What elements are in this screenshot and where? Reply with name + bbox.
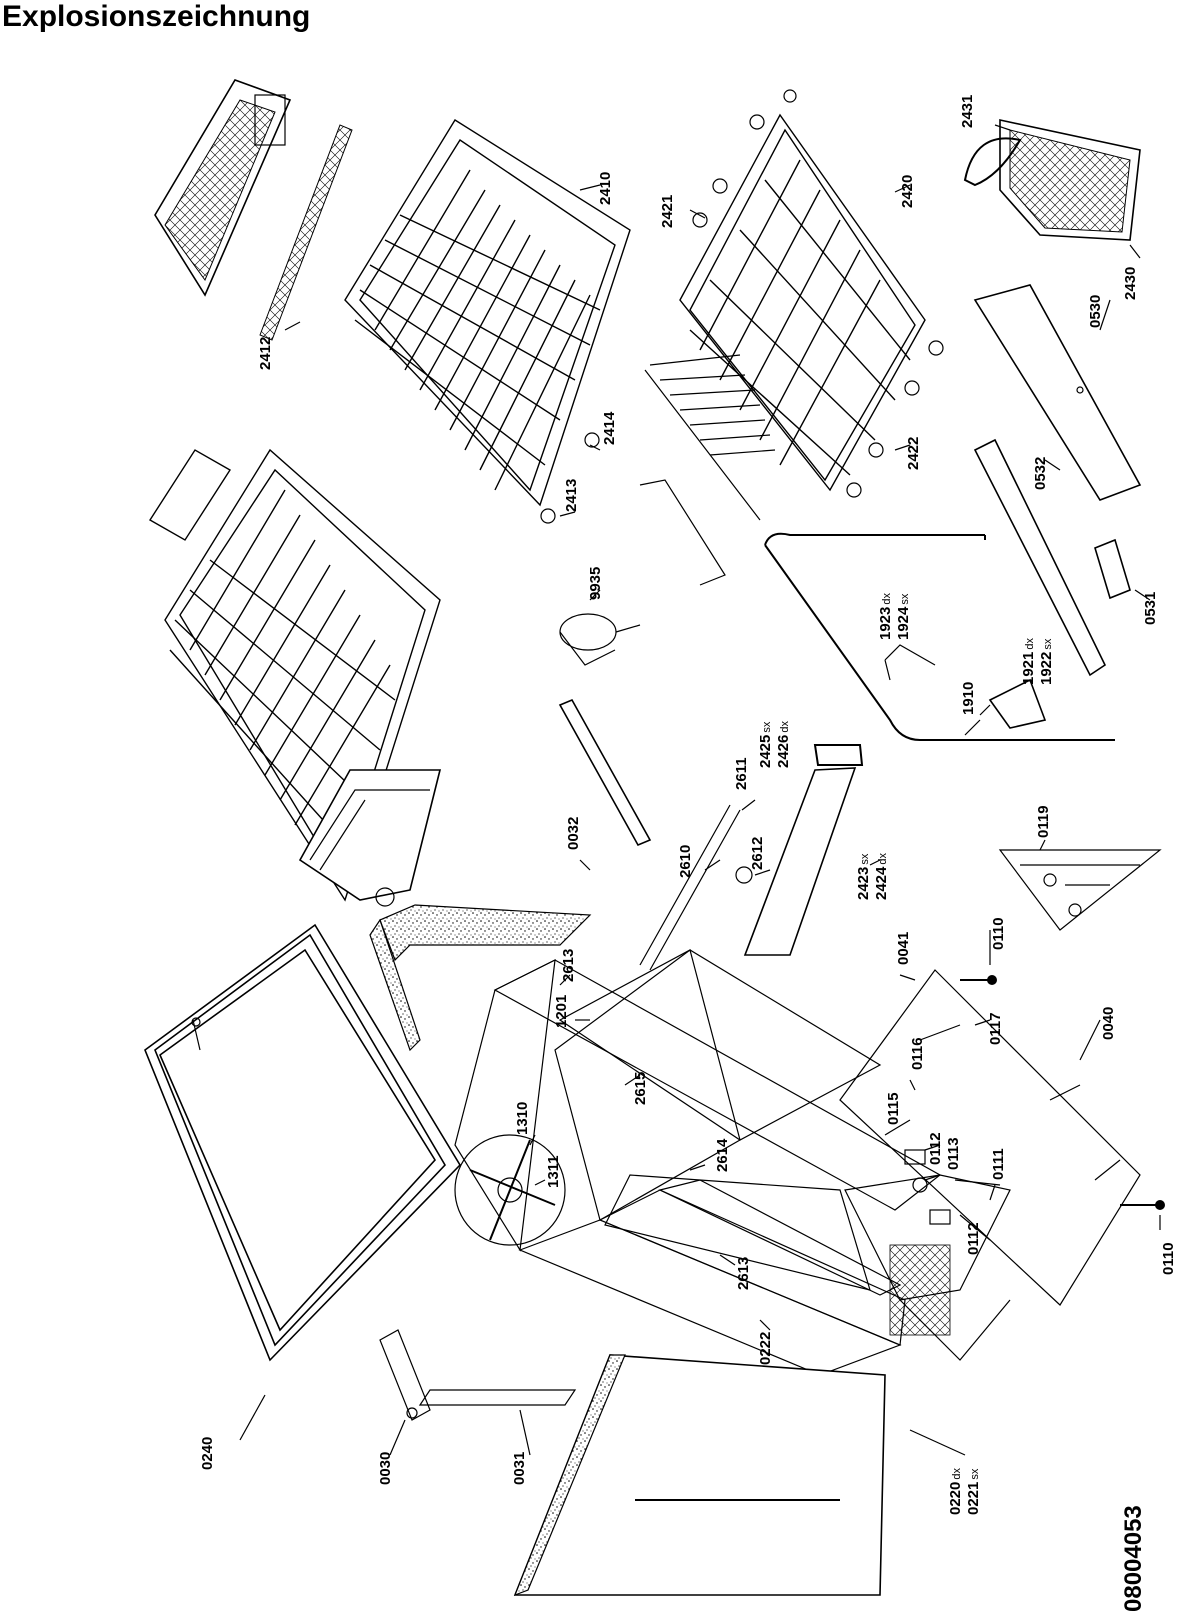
lower-basket (149, 448, 441, 902)
callout-0221: 0221sx (965, 1468, 982, 1515)
callout-0032: 0032 (565, 817, 582, 850)
callout-2425: 2425sx (757, 721, 774, 768)
countertop-0240 (144, 923, 462, 1362)
side-panel-speckled (369, 904, 592, 1052)
inset-0119 (998, 849, 1162, 931)
callout-0119: 0119 (1035, 805, 1052, 838)
spray-arm (454, 1134, 566, 1246)
callout-0111: 0111 (990, 1148, 1007, 1180)
screw-top (191, 1017, 201, 1051)
callout-2611: 2611 (733, 757, 750, 790)
part-0531 (1094, 538, 1131, 600)
callout-1311: 1311 (545, 1155, 562, 1188)
callout-2430: 2430 (1122, 267, 1139, 300)
callout-2412: 2412 (257, 337, 274, 370)
clip-1923 (884, 644, 936, 681)
callout-0115: 0115 (885, 1092, 902, 1125)
hinge-1921 (988, 678, 1047, 729)
wheel-studs (540, 89, 944, 524)
panel-0530 (973, 284, 1142, 501)
hinge-0030 (379, 1329, 431, 1421)
callout-2423: 2423sx (855, 853, 872, 900)
callout-0112-lower: 0112 (965, 1222, 982, 1255)
callout-0530: 0530 (1087, 295, 1104, 328)
callout-2613-lower: 2613 (735, 1257, 752, 1290)
callout-2431: 2431 (959, 95, 976, 128)
callout-0220: 0220dx (947, 1468, 964, 1515)
callout-1310: 1310 (514, 1102, 531, 1135)
callout-0531: 0531 (1142, 592, 1159, 625)
callout-2413: 2413 (563, 479, 580, 512)
cutlery-tray-bottom (298, 769, 442, 907)
document-number: 08004053 (1120, 1505, 1147, 1612)
callout-2410: 2410 (597, 172, 614, 205)
callout-2421: 2421 (659, 195, 676, 228)
leader-lines (239, 124, 1161, 1456)
callout-2420: 2420 (899, 175, 916, 208)
callout-2613-upper: 2613 (560, 949, 577, 982)
callout-2414: 2414 (601, 411, 618, 445)
door-0220 (513, 1354, 886, 1597)
cutlery-tray-top (154, 79, 292, 297)
page-title: Explosionszeichnung (2, 0, 311, 33)
callout-0041: 0041 (895, 932, 912, 965)
callout-labels: 2412 2410 2414 2413 9935 2421 2420 2422 … (199, 95, 1177, 1515)
callout-2426: 2426dx (775, 721, 792, 768)
door-seal-1910 (764, 532, 1115, 741)
callout-2615: 2615 (632, 1072, 649, 1105)
callout-1922: 1922sx (1038, 638, 1055, 685)
callout-2614: 2614 (714, 1138, 731, 1172)
callout-0030: 0030 (377, 1452, 394, 1485)
feet-and-screws (884, 975, 1165, 1225)
callout-0240: 0240 (199, 1437, 216, 1470)
panel-0532 (973, 438, 1107, 677)
callout-2612: 2612 (749, 837, 766, 870)
callout-0040: 0040 (1100, 1007, 1117, 1040)
callout-1921: 1921dx (1020, 638, 1037, 685)
basket-2420 (679, 113, 926, 492)
callout-0110-top: 0110 (990, 917, 1007, 950)
callout-0110-bottom: 0110 (1160, 1242, 1177, 1275)
callout-2610: 2610 (677, 845, 694, 878)
hinge-rail-0031 (418, 1389, 577, 1406)
callout-9935: 9935 (587, 567, 604, 600)
callout-1923: 1923dx (877, 593, 894, 640)
callout-0031: 0031 (511, 1452, 528, 1485)
callout-0113: 0113 (945, 1137, 962, 1170)
callout-1924: 1924sx (895, 593, 912, 640)
callout-0116: 0116 (909, 1037, 926, 1070)
callout-1201: 1201 (553, 995, 570, 1028)
rack-rail-2412 (259, 124, 353, 341)
cutlery-basket-2430 (963, 119, 1141, 241)
callout-1910: 1910 (960, 682, 977, 715)
callout-0532: 0532 (1032, 457, 1049, 490)
callout-0112-upper: 0112 (927, 1132, 944, 1165)
upper-basket-2410 (344, 119, 631, 507)
part-9935 (559, 613, 641, 666)
callout-0117: 0117 (987, 1012, 1004, 1045)
callout-2422: 2422 (905, 437, 922, 470)
strip-parts (558, 698, 864, 971)
callout-0222: 0222 (757, 1332, 774, 1365)
rack-tine-row (639, 354, 776, 586)
callout-2424: 2424dx (873, 853, 890, 900)
